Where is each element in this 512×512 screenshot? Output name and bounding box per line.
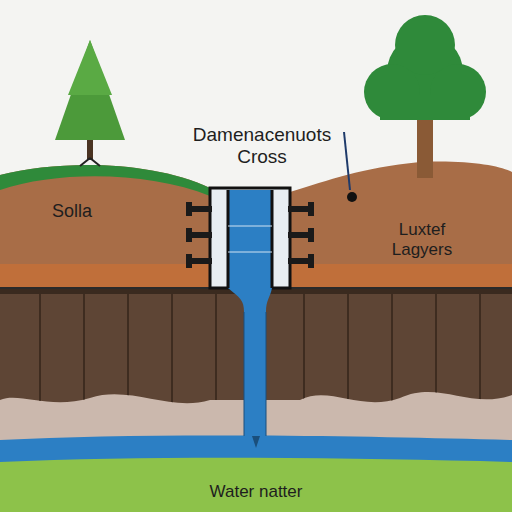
layers-label: Luxtef Lagyers: [372, 220, 472, 259]
soil-label: Solla: [27, 201, 117, 222]
callout-title: Damenacenuots Cross: [172, 124, 352, 168]
water-label: Water natter: [176, 482, 336, 502]
